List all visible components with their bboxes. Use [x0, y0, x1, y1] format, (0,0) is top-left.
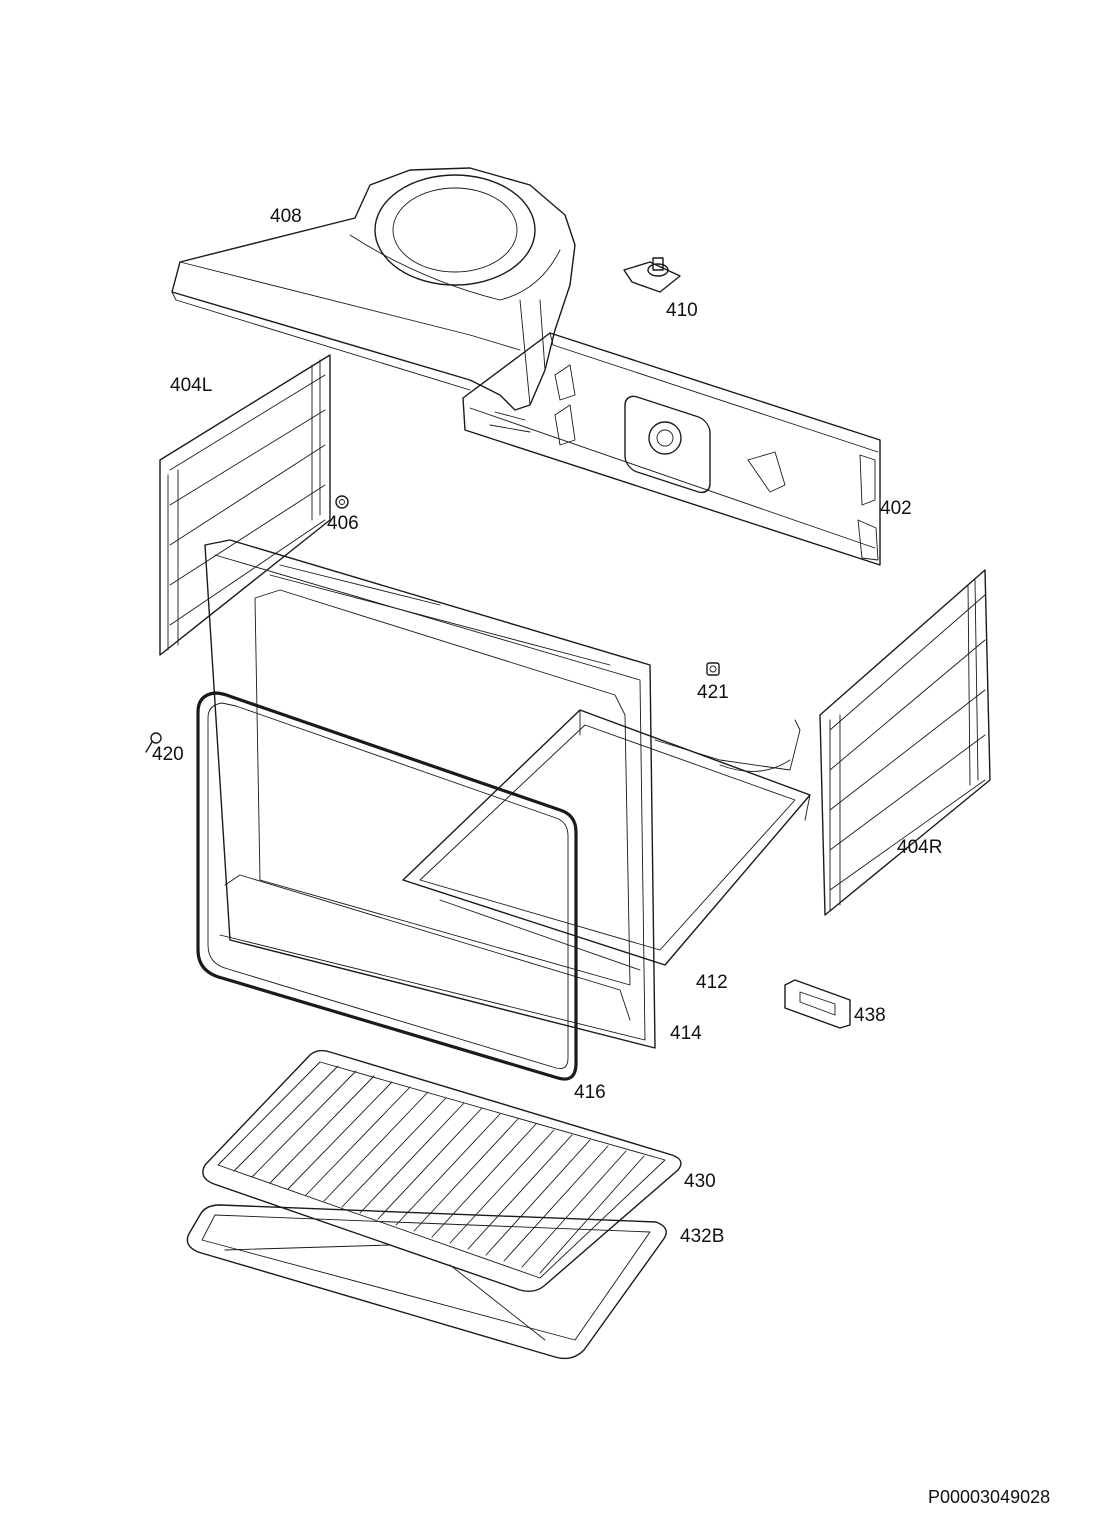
part-406-screw [335, 495, 349, 509]
label-410: 410 [666, 300, 698, 321]
part-408-fan-cover [171, 167, 576, 411]
label-408: 408 [270, 206, 302, 227]
part-420-screw [145, 732, 162, 753]
part-416-door-seal [196, 691, 578, 1081]
part-421-screw [706, 662, 720, 676]
label-412: 412 [696, 972, 728, 993]
label-430: 430 [684, 1171, 716, 1192]
part-430-wire-shelf [202, 1049, 682, 1293]
part-410-lamp-holder [623, 257, 681, 293]
label-414: 414 [670, 1023, 702, 1044]
label-420: 420 [152, 744, 184, 765]
part-432B-tray [186, 1204, 667, 1360]
label-421: 421 [697, 682, 729, 703]
label-402: 402 [880, 498, 912, 519]
document-code: P00003049028 [928, 1487, 1050, 1507]
part-404R-right-rail [819, 569, 991, 916]
label-406: 406 [327, 513, 359, 534]
label-416: 416 [574, 1082, 606, 1103]
part-412-cavity-frame [402, 709, 811, 971]
label-438: 438 [854, 1005, 886, 1026]
label-432B: 432B [680, 1226, 724, 1247]
label-404L: 404L [170, 375, 212, 396]
part-414-door-frame [204, 539, 656, 1049]
label-404R: 404R [897, 837, 942, 858]
part-404L-left-rail [159, 354, 331, 656]
part-402-back-panel [462, 332, 881, 566]
part-438-clip [784, 979, 851, 1029]
